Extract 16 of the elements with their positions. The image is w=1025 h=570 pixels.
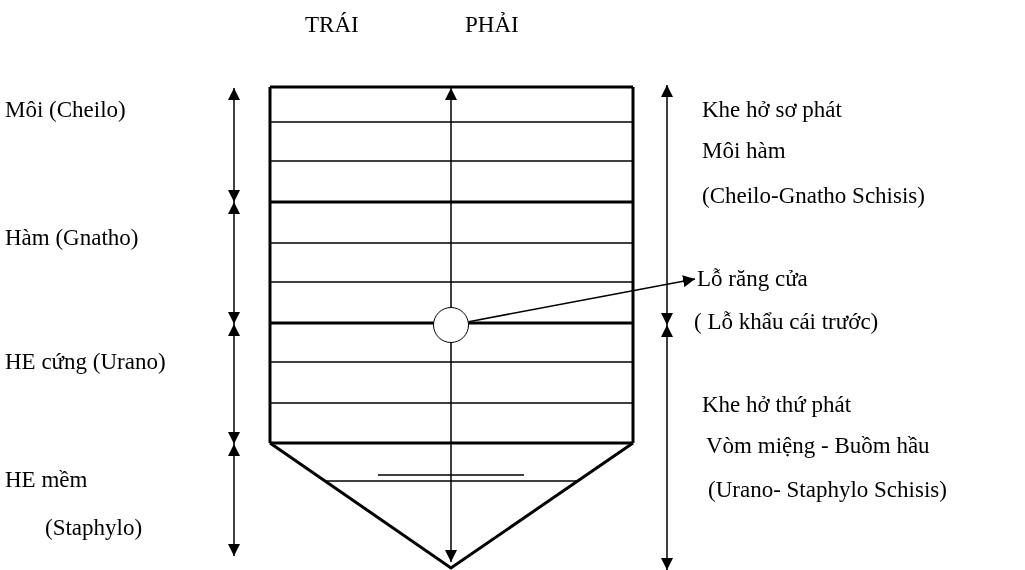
leader-line <box>467 275 696 323</box>
side-label: PHẢI <box>465 12 519 38</box>
annotation-text: HE mềm <box>5 467 88 493</box>
annotation-text: Môi hàm <box>702 138 786 164</box>
annotation-text: (Cheilo-Gnatho Schisis) <box>702 183 925 209</box>
annotation-text: Hàm (Gnatho) <box>5 225 139 251</box>
side-label: TRÁI <box>305 12 359 38</box>
annotation-text: (Urano- Staphylo Schisis) <box>708 477 947 503</box>
annotation-text: Môi (Cheilo) <box>5 97 126 123</box>
annotation-text: HE cứng (Urano) <box>5 349 166 375</box>
annotation-text: Vòm miệng - Buồm hầu <box>706 433 930 459</box>
annotation-text: Khe hở thứ phát <box>702 392 852 418</box>
foramen-circle <box>433 307 469 343</box>
callout-text: Lỗ răng cửa ( Lỗ khẩu cái trước) <box>697 266 879 335</box>
annotation-text: Khe hở sơ phát <box>702 97 842 123</box>
annotation-text: (Staphylo) <box>45 515 143 541</box>
